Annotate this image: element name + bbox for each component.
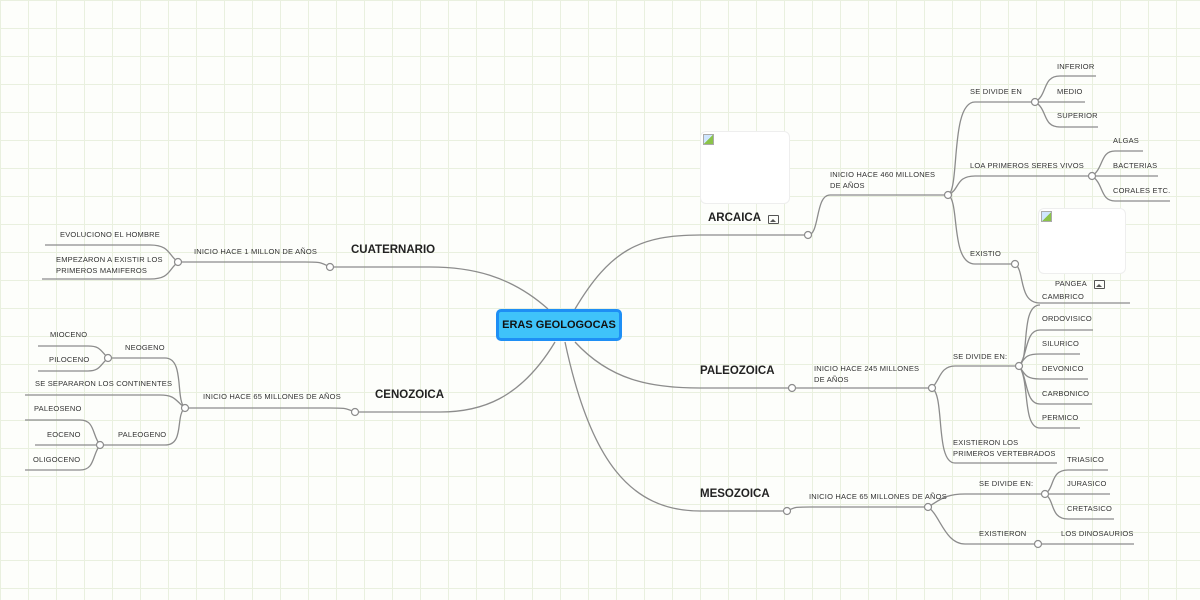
cenozoica-continentes[interactable]: SE SEPARARON LOS CONTINENTES [35, 379, 173, 388]
era-arcaica[interactable]: ARCAICA [708, 212, 762, 224]
cenozoica-paleoseno[interactable]: PALEOSENO [34, 404, 82, 413]
era-cenozoica[interactable]: CENOZOICA [375, 389, 444, 401]
paleozoica-permico[interactable]: PERMICO [1042, 413, 1079, 422]
mesozoica-cretasico[interactable]: CRETASICO [1067, 504, 1112, 513]
broken-image-icon [703, 134, 714, 145]
mesozoica-triasico[interactable]: TRIASICO [1067, 455, 1105, 464]
era-cuaternario[interactable]: CUATERNARIO [351, 244, 436, 256]
cenozoica-eoceno[interactable]: EOCENO [47, 430, 81, 439]
arcaica-seres[interactable]: LOA PRIMEROS SERES VIVOS [970, 161, 1085, 170]
broken-image-icon [1041, 211, 1052, 222]
mesozoica-existieron[interactable]: EXISTIERON [979, 529, 1027, 538]
arcaica-superior[interactable]: SUPERIOR [1057, 111, 1098, 120]
central-topic[interactable]: ERAS GEOLOGOCAS [496, 309, 622, 341]
arcaica-inicio[interactable]: INICIO HACE 460 MILLONES DE AÑOS [830, 170, 936, 190]
paleozoica-silurico[interactable]: SILURICO [1042, 339, 1080, 348]
cuaternario-mamiferos[interactable]: EMPEZARON A EXISTIR LOS PRIMEROS MAMIFER… [56, 255, 163, 275]
arcaica-corales[interactable]: CORALES ETC. [1113, 186, 1171, 195]
pangea-label[interactable]: PANGEA [1055, 279, 1087, 288]
cenozoica-piloceno[interactable]: PILOCENO [49, 355, 90, 364]
paleozoica-ordovisico[interactable]: ORDOVISICO [1042, 314, 1092, 323]
cenozoica-mioceno[interactable]: MIOCENO [50, 330, 88, 339]
mesozoica-inicio[interactable]: INICIO HACE 65 MILLONES DE AÑOS [809, 492, 947, 501]
cenozoica-inicio[interactable]: INICIO HACE 65 MILLONES DE AÑOS [203, 392, 341, 401]
paleozoica-devonico[interactable]: DEVONICO [1042, 364, 1084, 373]
mesozoica-divide[interactable]: SE DIVIDE EN: [979, 479, 1034, 488]
cenozoica-paleogeno[interactable]: PALEOGENO [118, 430, 167, 439]
central-topic-label: ERAS GEOLOGOCAS [502, 319, 616, 331]
cambrico-label[interactable]: CAMBRICO [1042, 292, 1085, 301]
mesozoica-jurasico[interactable]: JURASICO [1067, 479, 1107, 488]
paleozoica-divide[interactable]: SE DIVIDE EN: [953, 352, 1008, 361]
era-mesozoica[interactable]: MESOZOICA [700, 488, 770, 500]
cenozoica-oligoceno[interactable]: OLIGOCENO [33, 455, 81, 464]
arcaica-divide[interactable]: SE DIVIDE EN [970, 87, 1022, 96]
arcaica-medio[interactable]: MEDIO [1057, 87, 1083, 96]
cenozoica-neogeno[interactable]: NEOGENO [125, 343, 165, 352]
mesozoica-dinosaurios[interactable]: LOS DINOSAURIOS [1061, 529, 1134, 538]
image-icon[interactable] [768, 215, 779, 224]
arcaica-existio[interactable]: EXISTIO [970, 249, 1001, 258]
arcaica-algas[interactable]: ALGAS [1113, 136, 1140, 145]
paleozoica-carbonico[interactable]: CARBONICO [1042, 389, 1090, 398]
arcaica-inferior[interactable]: INFERIOR [1057, 62, 1095, 71]
arcaica-image[interactable] [700, 131, 790, 204]
cuaternario-inicio[interactable]: INICIO HACE 1 MILLON DE AÑOS [194, 247, 318, 256]
cuaternario-hombre[interactable]: EVOLUCIONO EL HOMBRE [60, 230, 160, 239]
arcaica-bacterias[interactable]: BACTERIAS [1113, 161, 1158, 170]
image-icon[interactable] [1094, 280, 1105, 289]
pangea-image[interactable] [1038, 208, 1126, 274]
paleozoica-vertebrados[interactable]: EXISTIERON LOS PRIMEROS VERTEBRADOS [953, 438, 1056, 458]
paleozoica-inicio[interactable]: INICIO HACE 245 MILLONES DE AÑOS [814, 364, 920, 384]
era-paleozoica[interactable]: PALEOZOICA [700, 365, 775, 377]
